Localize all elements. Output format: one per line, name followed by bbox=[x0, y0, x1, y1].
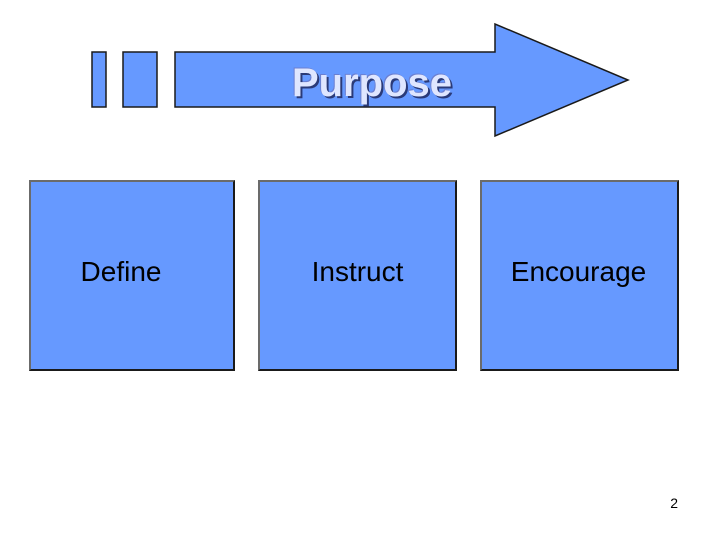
step-box-instruct: Instruct bbox=[258, 180, 457, 371]
arrow-label: Purpose bbox=[291, 61, 453, 105]
arrow-body bbox=[174, 22, 630, 138]
step-box-encourage: Encourage bbox=[480, 180, 679, 371]
step-label-encourage: Encourage bbox=[510, 255, 647, 287]
step-label-define: Define bbox=[80, 255, 162, 287]
arrow-tail-stripe-1 bbox=[91, 51, 107, 108]
arrow-tail-stripe-2 bbox=[122, 51, 158, 108]
step-label-instruct: Instruct bbox=[311, 255, 404, 287]
page-number: 2 bbox=[670, 495, 678, 511]
step-box-define: Define bbox=[29, 180, 235, 371]
